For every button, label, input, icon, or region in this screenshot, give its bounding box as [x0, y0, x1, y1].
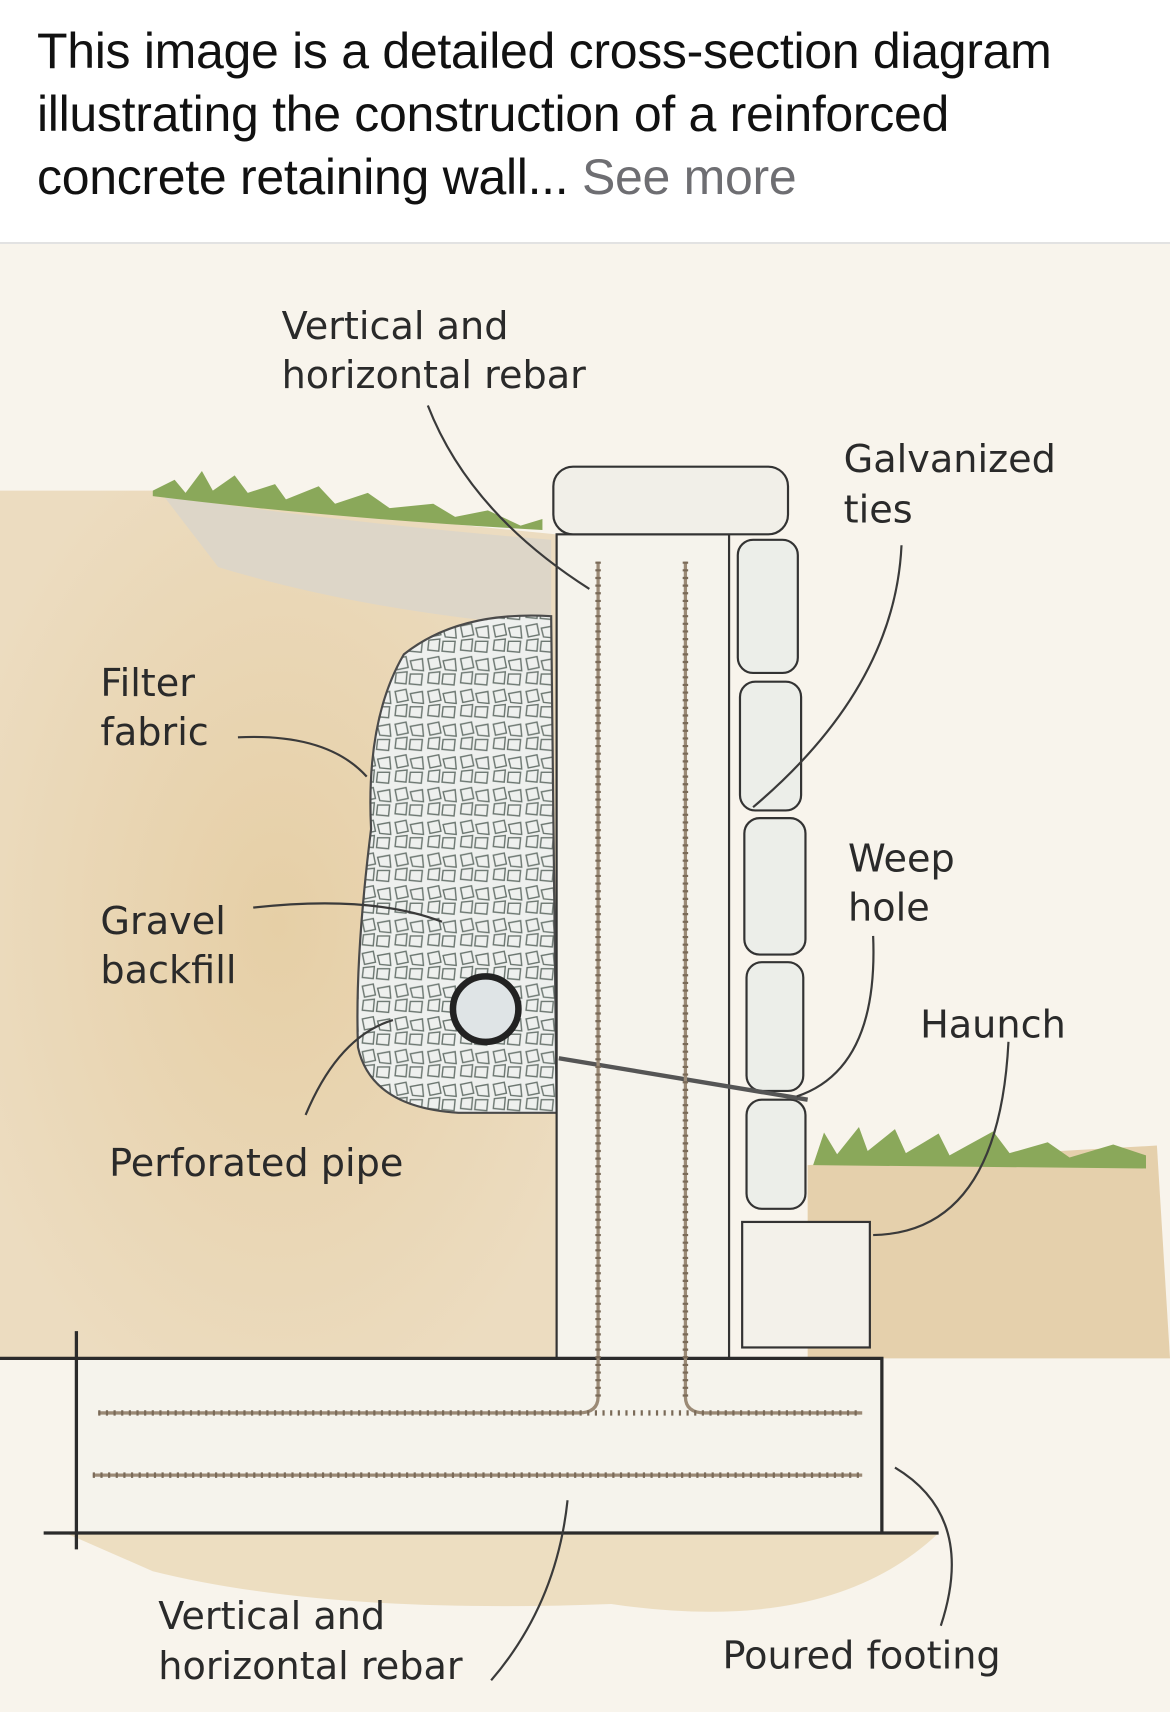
see-more-link[interactable]: See more [581, 149, 797, 205]
soil-top-layer [163, 496, 552, 628]
weep-hole-pipe [558, 1056, 809, 1102]
label-weep-1: Weep [848, 838, 955, 882]
label-filter-2: fabric [100, 711, 208, 755]
soil-right [807, 1145, 1170, 1359]
divider [0, 242, 1170, 244]
label-filter-1: Filter [100, 662, 195, 706]
label-haunch: Haunch [920, 1003, 1066, 1047]
label-gravel-2: backfill [100, 949, 236, 993]
label-top-rebar-1: Vertical and [282, 305, 509, 349]
label-ties-1: Galvanized [844, 438, 1056, 482]
rebar-texture-1 [98, 561, 863, 1416]
grass-left [152, 471, 543, 530]
label-bottom-rebar-1: Vertical and [158, 1595, 385, 1639]
post-caption: This image is a detailed cross-section d… [37, 20, 1147, 209]
leader-lines [237, 405, 1010, 1682]
perforated-pipe [449, 973, 522, 1046]
label-footing: Poured footing [723, 1634, 1001, 1678]
label-gravel-1: Gravel [100, 900, 225, 944]
vertical-rebar-1 [98, 561, 600, 1415]
soil-below [65, 1533, 939, 1612]
concrete-wall [555, 533, 731, 1360]
label-bottom-rebar-2: horizontal rebar [158, 1645, 463, 1689]
label-top-rebar-2: horizontal rebar [282, 354, 587, 398]
stone-veneer [736, 538, 807, 1210]
grass-right [813, 1126, 1146, 1169]
footing-outline [0, 1331, 939, 1550]
capstone [552, 465, 790, 536]
label-pipe: Perforated pipe [109, 1142, 403, 1186]
caption-text: This image is a detailed cross-section d… [37, 23, 1052, 205]
haunch-block [741, 1220, 871, 1349]
label-weep-2: hole [848, 887, 930, 931]
gravel-backfill [356, 614, 558, 1114]
label-ties-2: ties [844, 488, 913, 532]
retaining-wall-diagram: Vertical and horizontal rebar Galvanized… [0, 244, 1170, 1712]
vertical-rebar-2 [683, 561, 863, 1415]
poured-footing [76, 1358, 882, 1534]
